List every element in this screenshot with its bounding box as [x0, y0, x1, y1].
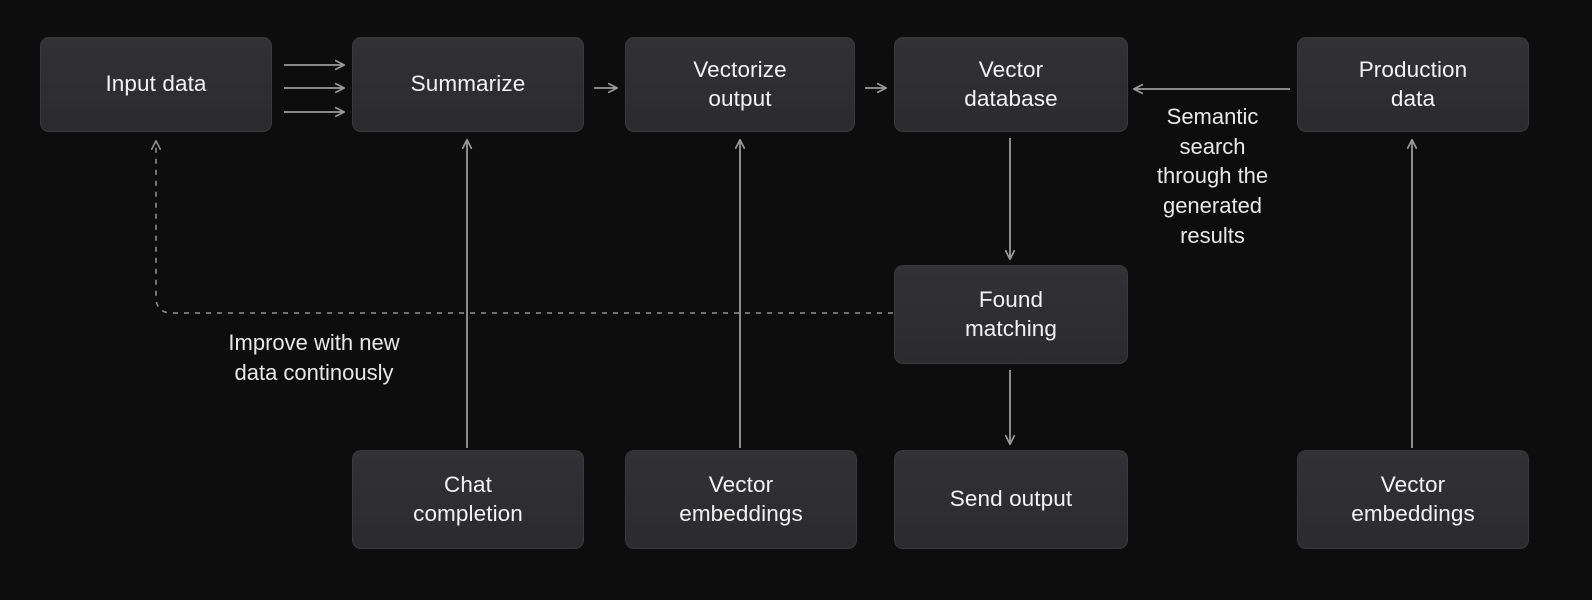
node-vector-embeddings-1[interactable]: Vector embeddings [625, 450, 857, 549]
node-summarize[interactable]: Summarize [352, 37, 584, 132]
edge-found-matching-to-input [150, 139, 893, 314]
edge-label-improve-with-new-data: Improve with new data continously [228, 330, 400, 385]
node-input-data[interactable]: Input data [40, 37, 272, 132]
node-chat-completion[interactable]: Chat completion [352, 450, 584, 549]
node-vector-database[interactable]: Vector database [894, 37, 1128, 132]
node-send-output[interactable]: Send output [894, 450, 1128, 549]
node-found-matching[interactable]: Found matching [894, 265, 1128, 364]
node-production-data[interactable]: Production data [1297, 37, 1529, 132]
node-vector-embeddings-2[interactable]: Vector embeddings [1297, 450, 1529, 549]
node-vectorize-output[interactable]: Vectorize output [625, 37, 855, 132]
edge-label-semantic-search: Semantic search through the generated re… [1156, 104, 1269, 248]
